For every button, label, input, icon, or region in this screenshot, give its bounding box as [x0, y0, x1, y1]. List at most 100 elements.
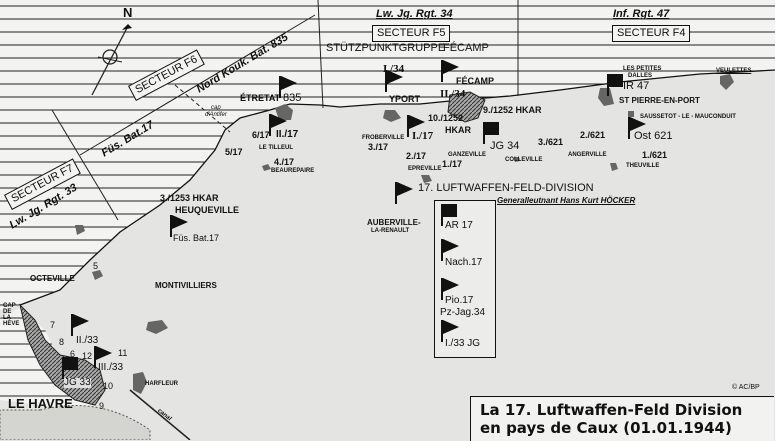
unit-2-17: 2./17: [406, 151, 427, 161]
unit-battery-12: 12: [82, 351, 93, 361]
place-le-tilleul: LE TILLEUL: [259, 145, 293, 151]
map-title-box: La 17. Luftwaffen-Feld Division en pays …: [470, 396, 774, 441]
unit-fus-bat-17: Füs. Bat.17: [173, 233, 220, 243]
unit-3-17: 3./17: [368, 142, 389, 152]
place-cap-de-la-heve-4: HÈVE: [3, 321, 20, 327]
unit-battery-11: 11: [118, 348, 128, 358]
square-flag-icon: [607, 74, 623, 96]
unit-5-17: 5/17: [225, 147, 243, 157]
place-cap-de-la-heve-3: LA: [3, 315, 11, 321]
unit-jg-34: JG 34: [490, 140, 520, 152]
place-colleville: COLLEVILLE: [505, 157, 543, 163]
unit-3-621: 3./621: [538, 137, 564, 147]
division-unit: Nach.17: [445, 257, 483, 268]
compass-icon: [91, 24, 132, 96]
place-cap-de-la-heve-2: DE: [3, 309, 12, 315]
map-title-line-1: La 17. Luftwaffen-Feld Division: [480, 401, 743, 419]
unit-i-17: I./17: [412, 130, 434, 142]
place-heuqueville: HEUQUEVILLE: [175, 205, 240, 215]
unit-ir-47: IR 47: [623, 80, 650, 92]
place-auberville: AUBERVILLE-: [367, 218, 421, 227]
place-cap-antifer-2: d'Antifer: [205, 112, 227, 118]
flag-icon: [628, 117, 646, 139]
place-auberville-2: LA-RENAULT: [371, 228, 410, 234]
place-cap-de-la-heve: CAP: [3, 303, 16, 309]
place-les-petites-dalles-2: DALLES: [628, 73, 652, 79]
place-le-havre: LE HAVRE: [8, 396, 73, 411]
unit-1-17: 1./17: [442, 159, 463, 169]
unit-1-621: 1./621: [642, 150, 668, 160]
division-flag-icon: [395, 182, 413, 204]
unit-battery-6: 6: [70, 349, 76, 359]
division-unit: Pz-Jag.34: [440, 307, 486, 318]
flag-icon: [385, 70, 403, 92]
flag-icon: [441, 320, 459, 342]
square-flag-icon: [483, 122, 499, 144]
flag-icon: [407, 115, 425, 137]
division-unit: Pio.17: [445, 295, 474, 306]
division-unit: AR 17: [445, 220, 473, 231]
coastline: [19, 69, 775, 306]
flag-icon: [441, 60, 459, 82]
division-unit: I./33 JG: [445, 338, 481, 349]
sector-boundary-f7-f6: [174, 84, 231, 133]
stutzpunktgruppe-label: STÜTZPUNKTGRUPPE: [326, 42, 446, 54]
place-ganzeville: GANZEVILLE: [448, 152, 487, 158]
place-theuville: THEUVILLE: [626, 163, 660, 169]
place-les-petites-dalles: LES PETITES: [623, 66, 662, 72]
unit-ost-621: Ost 621: [634, 130, 673, 142]
unit-10-1252-hkar: HKAR: [445, 125, 471, 135]
credit: © AC/BP: [732, 384, 760, 391]
square-flag-icon: [62, 357, 78, 379]
place-montivilliers: MONTIVILLIERS: [155, 281, 217, 290]
flag-icon: [279, 76, 297, 98]
unit-battery-7: 7: [50, 320, 56, 330]
flag-icon: [94, 346, 112, 368]
sector-f5-box: SECTEUR F5: [372, 25, 451, 42]
unit-4-17: 4./17: [274, 157, 295, 167]
place-octeville: OCTEVILLE: [30, 274, 75, 283]
unit-battery-10: 10: [103, 381, 114, 391]
canal-line: [129, 389, 191, 440]
town-markers: [75, 74, 734, 394]
place-harfleur: HARFLEUR: [145, 381, 178, 387]
unit-9-1252-hkar: 9./1252 HKAR: [483, 105, 542, 115]
unit-battery-9: 9: [99, 401, 105, 411]
unit-i-34: I./34: [383, 63, 405, 75]
place-etretat: ÉTRETAT: [240, 93, 281, 103]
unit-ii-33: II./33: [76, 335, 99, 346]
place-fecamp: FÉCAMP: [456, 76, 494, 86]
unit-iii-33: III./33: [98, 362, 124, 373]
division-commander: Generalleutnant Hans Kurt HÖCKER: [497, 196, 636, 205]
unit-6-17: 6/17: [252, 130, 270, 140]
place-froberville: FROBERVILLE: [362, 135, 405, 141]
fecamp-area: [447, 91, 486, 123]
flag-icon: [441, 278, 459, 300]
division-units-box: AR 17 Nach.17 Pio.17 Pz-Jag.34 I./33 JG: [434, 200, 496, 358]
command-line: [79, 14, 316, 156]
unit-10-1252: 10./1252: [428, 113, 464, 123]
place-angerville: ANGERVILLE: [568, 152, 607, 158]
sector-f4-box: SECTEUR F4: [612, 25, 691, 42]
unit-2-621: 2./621: [580, 130, 606, 140]
unit-jg-33: JG 33: [64, 377, 91, 388]
flag-icon: [71, 314, 89, 336]
compass-north-label: N: [123, 5, 133, 20]
unit-3-1253-hkar: 3./1253 HKAR: [160, 193, 219, 203]
unit-835: 835: [283, 92, 302, 104]
division-name: 17. LUFTWAFFEN-FELD-DIVISION: [418, 182, 594, 194]
sector-boundary-f6-f5: [317, 0, 324, 109]
flag-icon: [269, 114, 287, 136]
flag-icon: [441, 239, 459, 261]
place-epreville: EPREVILLE: [408, 166, 442, 172]
unit-ii-34: II./34: [440, 88, 466, 100]
command-inf-rgt-47: Inf. Rgt. 47: [613, 8, 670, 20]
place-beaurepaire: BEAUREPAIRE: [271, 168, 315, 174]
place-saussetot-le-mauconduit: SAUSSETOT - LE - MAUCONDUIT: [640, 114, 736, 120]
stutzpunktgruppe-fecamp-label: FÉCAMP: [443, 42, 489, 54]
place-veulettes: VEULETTES: [716, 68, 752, 74]
estuary-bank: [0, 405, 151, 440]
unit-battery-5: 5: [93, 261, 99, 271]
